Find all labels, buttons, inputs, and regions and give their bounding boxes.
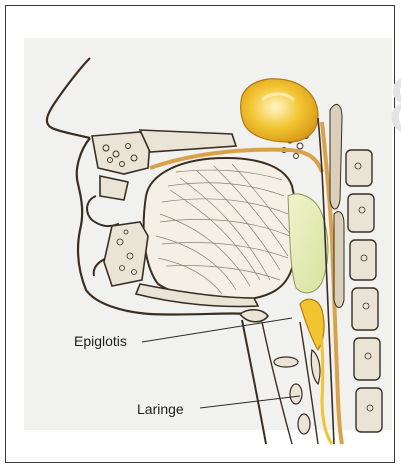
leader-line-epiglotis xyxy=(142,318,292,342)
leader-line-laringe xyxy=(200,396,300,408)
watermark-glyph: 8 xyxy=(388,60,401,149)
palatine-tonsil xyxy=(288,194,328,293)
cervical-vertebrae xyxy=(346,150,382,432)
hyoid-bone xyxy=(240,310,268,322)
tongue xyxy=(144,158,297,300)
larynx-anterior-wall xyxy=(242,320,266,444)
laryngeal-cartilages xyxy=(274,350,320,434)
adenoid xyxy=(241,79,318,142)
nose-profile xyxy=(47,58,90,138)
label-epiglotis: Epiglotis xyxy=(74,333,127,349)
larynx-inner-wall xyxy=(262,322,292,444)
label-laringe: Laringe xyxy=(137,401,184,417)
